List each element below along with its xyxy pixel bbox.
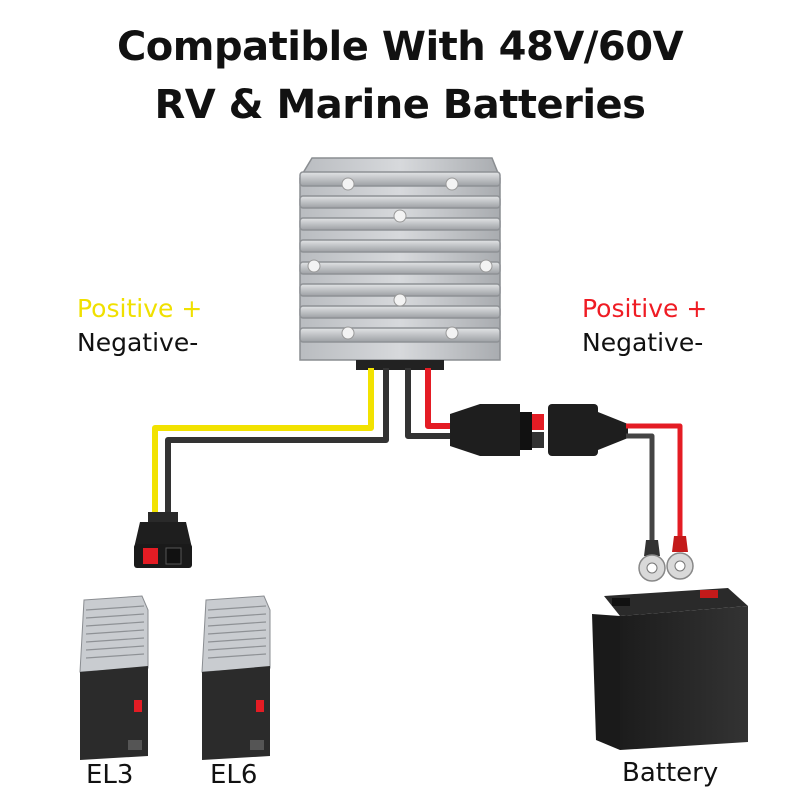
battery-wires xyxy=(626,423,683,545)
el6-device-icon xyxy=(201,595,271,760)
headline-line-1: Compatible With 48V/60V xyxy=(116,24,684,70)
battery-icon xyxy=(592,588,748,750)
left-positive-label: Positive + xyxy=(77,294,203,323)
headline-line-2: RV & Marine Batteries xyxy=(154,82,646,128)
el3-label: EL3 xyxy=(86,760,134,790)
anderson-connector-icon xyxy=(134,512,192,568)
anderson-pair-icon xyxy=(450,404,628,456)
dc-converter-icon xyxy=(299,157,501,370)
el6-label: EL6 xyxy=(210,760,258,790)
battery-label: Battery xyxy=(622,758,719,788)
el3-device-icon xyxy=(79,595,149,760)
right-wires xyxy=(405,368,450,439)
right-positive-label: Positive + xyxy=(582,294,708,323)
left-wires xyxy=(152,368,389,520)
left-negative-label: Negative- xyxy=(77,328,199,357)
ring-terminal-icon xyxy=(638,536,694,582)
right-negative-label: Negative- xyxy=(582,328,704,357)
